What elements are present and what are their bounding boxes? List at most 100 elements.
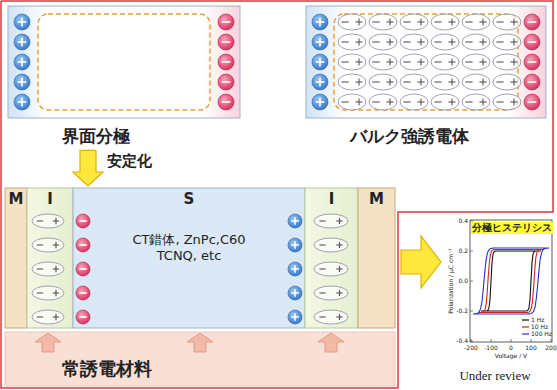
dipole-sign xyxy=(389,18,390,25)
metal-layer xyxy=(358,188,395,328)
dipole-sign xyxy=(389,98,390,105)
review-note: Under review xyxy=(445,368,545,383)
dipole-sign xyxy=(482,58,483,65)
dipole-sign xyxy=(341,41,348,42)
positive-charge xyxy=(14,74,30,90)
dipole xyxy=(493,34,521,50)
dipole-sign xyxy=(37,244,43,245)
dipole-sign xyxy=(482,78,483,85)
negative-charge xyxy=(76,310,90,324)
dipole xyxy=(400,14,428,30)
dipole-sign xyxy=(372,81,379,82)
material-list: CT錯体, ZnPc,C60 TCNQ, etc xyxy=(129,232,249,263)
positive-charge xyxy=(288,262,302,276)
dipole-sign xyxy=(434,61,441,62)
dipole-sign xyxy=(319,220,325,221)
layer-letter: I xyxy=(305,190,358,208)
panel-heading: 界面分極 xyxy=(62,126,130,146)
charge-sign xyxy=(319,78,321,87)
charge-sign xyxy=(528,41,537,43)
dipole xyxy=(338,74,366,90)
axis-title: Voltage / V xyxy=(481,352,541,360)
dipole-sign xyxy=(496,21,503,22)
dipole-sign xyxy=(372,101,379,102)
charge-sign xyxy=(528,101,537,103)
interface-polarization-panel: 界面分極 xyxy=(8,6,240,118)
dipole-sign xyxy=(389,78,390,85)
positive-charge xyxy=(312,94,328,110)
charge-sign xyxy=(528,21,537,23)
dipole-sign xyxy=(434,101,441,102)
dipole-sign xyxy=(420,78,421,85)
negative-charge xyxy=(218,74,234,90)
block-arrow xyxy=(73,150,103,186)
negative-charge xyxy=(76,238,90,252)
charge-sign xyxy=(294,241,296,249)
dipole xyxy=(314,286,348,300)
dipole-sign xyxy=(339,218,340,224)
dipole-sign xyxy=(482,38,483,45)
dipole-sign xyxy=(465,101,472,102)
dipole-sign xyxy=(420,98,421,105)
axis-tick xyxy=(491,339,492,342)
dipole-sign xyxy=(37,220,43,221)
negative-charge xyxy=(218,34,234,50)
charge-sign xyxy=(319,58,321,67)
negative-charge xyxy=(218,94,234,110)
dipole-sign xyxy=(496,41,503,42)
positive-charge xyxy=(14,14,30,30)
dipole-sign xyxy=(339,242,340,248)
dipole xyxy=(369,54,397,70)
dipole-sign xyxy=(513,78,514,85)
dipole-sign xyxy=(513,18,514,25)
charge-sign xyxy=(294,313,296,321)
positive-charge xyxy=(312,14,328,30)
hysteresis-loop xyxy=(473,248,549,314)
dipole xyxy=(431,54,459,70)
bulk-ferroelectric-panel: バルク強誘電体 xyxy=(306,6,546,118)
dipole-sign xyxy=(434,21,441,22)
dipole-sign xyxy=(434,41,441,42)
dipole xyxy=(431,74,459,90)
edge-label: 安定化 xyxy=(107,152,152,171)
dipole-sign xyxy=(55,242,56,248)
block-arrow xyxy=(401,236,441,288)
legend-sample xyxy=(522,326,529,327)
dipole-sign xyxy=(341,101,348,102)
axis-tick xyxy=(470,311,473,312)
positive-charge xyxy=(288,310,302,324)
positive-charge xyxy=(14,54,30,70)
negative-charge xyxy=(218,14,234,30)
dipole-sign xyxy=(451,38,452,45)
charge-sign xyxy=(21,38,23,47)
axis-tick xyxy=(470,251,473,252)
chart-title: 分極ヒステリシス xyxy=(471,222,553,234)
mis-device: 常誘電材料MISCT錯体, ZnPc,C60 TCNQ, etcIM xyxy=(5,188,395,328)
semiconductor-layer: SCT錯体, ZnPc,C60 TCNQ, etc xyxy=(73,188,305,328)
positive-charge xyxy=(288,286,302,300)
dipole-sign xyxy=(389,58,390,65)
dipole-sign xyxy=(55,218,56,224)
panel-frame xyxy=(8,6,240,118)
charge-sign xyxy=(294,289,296,297)
charge-sign xyxy=(79,316,87,318)
axis-tick xyxy=(531,339,532,342)
dipole-sign xyxy=(465,81,472,82)
positive-charge xyxy=(14,94,30,110)
dipole-sign xyxy=(451,58,452,65)
charge-sign xyxy=(21,58,23,67)
dipole-sign xyxy=(358,78,359,85)
tick-label: 200 xyxy=(541,344,557,352)
axis-tick xyxy=(511,339,512,342)
panel-frame xyxy=(306,6,546,118)
dipole-sign xyxy=(319,244,325,245)
dipole-sign xyxy=(482,98,483,105)
tick-label: -0.4 xyxy=(449,337,468,345)
up-arrow xyxy=(318,333,344,352)
charge-sign xyxy=(21,18,23,27)
charge-sign xyxy=(222,21,231,23)
charge-sign xyxy=(79,268,87,270)
dipole xyxy=(431,34,459,50)
dipole-sign xyxy=(513,58,514,65)
